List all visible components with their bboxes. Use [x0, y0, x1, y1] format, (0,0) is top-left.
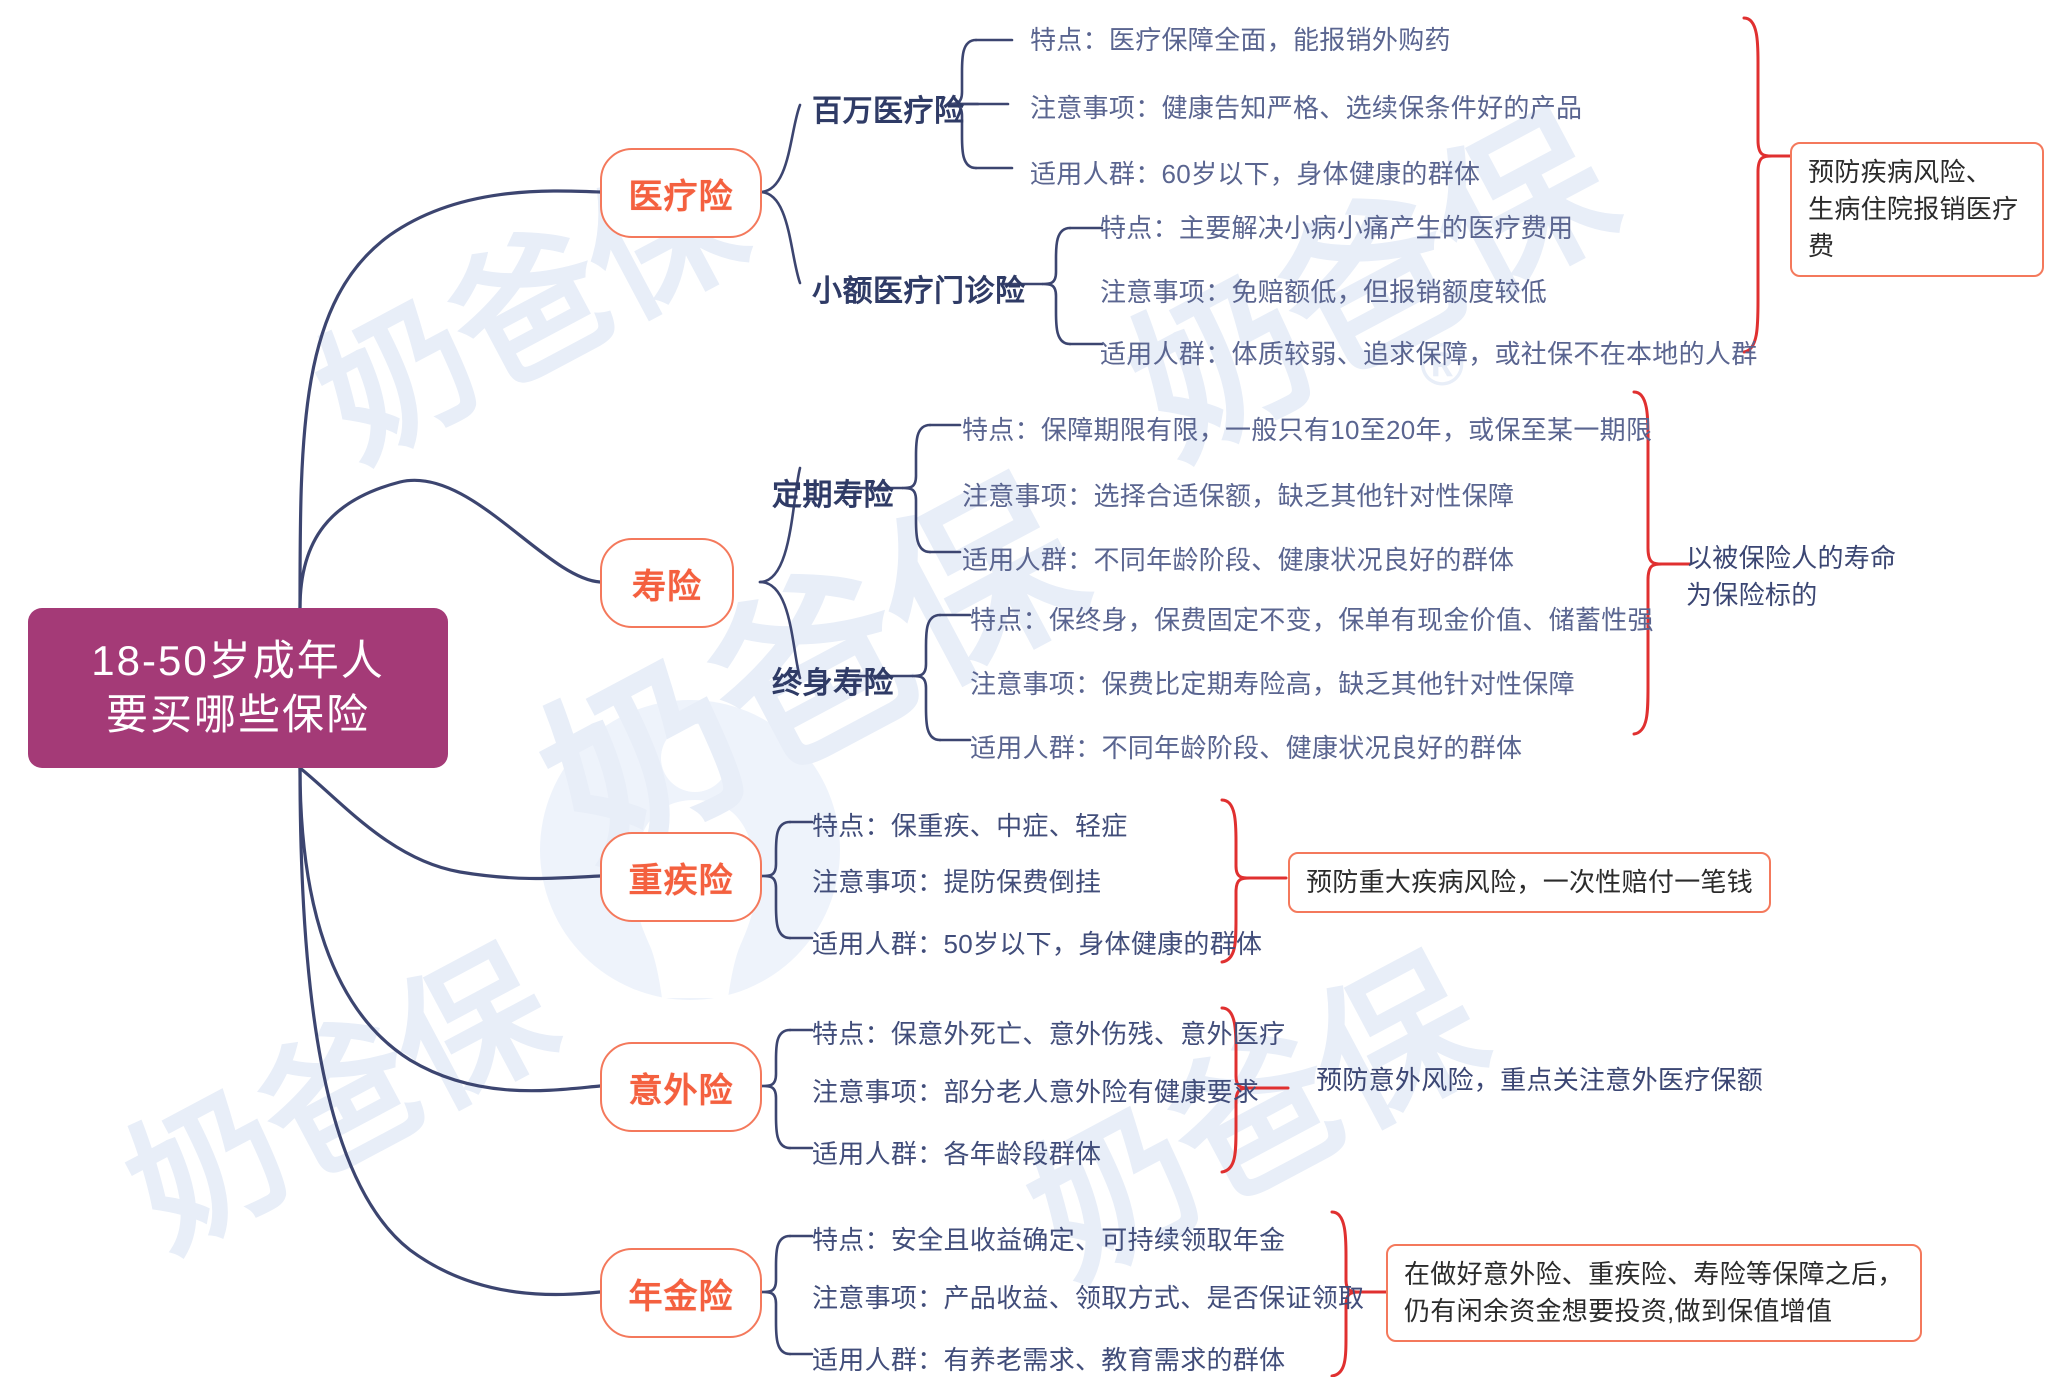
root-title-line-2: 要买哪些保险 — [105, 691, 370, 738]
annotation-critical-illness: 预防重大疾病风险，一次性赔付一笔钱 — [1288, 852, 1772, 913]
leaf-item: 适用人群：各年龄段群体 — [812, 1139, 1102, 1169]
leaf-item: 特点：保终身，保费固定不变，保单有现金价值、储蓄性强 — [970, 605, 1654, 635]
branch-label: 意外险 — [628, 1071, 734, 1110]
annotation-life: 以被保险人的寿命 为保险标的 — [1686, 543, 1897, 610]
branch-label: 重疾险 — [628, 861, 734, 900]
branch-node-critical-illness[interactable]: 重疾险 — [600, 832, 762, 922]
leaf-item: 适用人群：60岁以下，身体健康的群体 — [1030, 159, 1481, 189]
leaf-item: 特点：保意外死亡、意外伤残、意外医疗 — [812, 1019, 1286, 1049]
leaf-item: 特点：保障期限有限，一般只有10至20年，或保至某一期限 — [962, 415, 1653, 445]
leaf-item: 注意事项：选择合适保额，缺乏其他针对性保障 — [962, 481, 1515, 511]
branch-label: 医疗险 — [628, 177, 734, 216]
subbranch-label-small-outpatient[interactable]: 小额医疗门诊险 — [812, 275, 1026, 308]
leaf-item: 特点：安全且收益确定、可持续领取年金 — [812, 1225, 1286, 1255]
branch-label: 年金险 — [628, 1277, 734, 1316]
branch-node-accident[interactable]: 意外险 — [600, 1042, 762, 1132]
annotation-medical: 预防疾病风险、 生病住院报销医疗费 — [1790, 142, 2044, 277]
root-node[interactable]: 18-50岁成年人 要买哪些保险 — [28, 608, 448, 768]
branch-label: 寿险 — [632, 567, 702, 606]
leaf-item: 适用人群：有养老需求、教育需求的群体 — [812, 1345, 1286, 1375]
subbranch-label-million-medical[interactable]: 百万医疗险 — [812, 95, 965, 128]
leaf-item: 特点：主要解决小病小痛产生的医疗费用 — [1100, 213, 1574, 243]
leaf-item: 注意事项：免赔额低，但报销额度较低 — [1100, 277, 1548, 307]
branch-node-medical[interactable]: 医疗险 — [600, 148, 762, 238]
leaf-item: 适用人群：不同年龄阶段、健康状况良好的群体 — [970, 733, 1523, 763]
subbranch-label-whole-life[interactable]: 终身寿险 — [772, 667, 894, 700]
leaf-item: 注意事项：健康告知严格、选续保条件好的产品 — [1030, 93, 1583, 123]
leaf-item: 特点：医疗保障全面，能报销外购药 — [1030, 25, 1451, 55]
branch-node-annuity[interactable]: 年金险 — [600, 1248, 762, 1338]
leaf-item: 注意事项：部分老人意外险有健康要求 — [812, 1077, 1260, 1107]
leaf-item: 适用人群：50岁以下，身体健康的群体 — [812, 929, 1263, 959]
watermark-text: 奶爸保 — [102, 919, 579, 1280]
subbranch-label-term-life[interactable]: 定期寿险 — [772, 479, 894, 512]
leaf-item: 适用人群：体质较弱、追求保障，或社保不在本地的人群 — [1100, 339, 1758, 369]
leaf-item: 特点：保重疾、中症、轻症 — [812, 811, 1128, 841]
leaf-item: 适用人群：不同年龄阶段、健康状况良好的群体 — [962, 545, 1515, 575]
leaf-item: 注意事项：产品收益、领取方式、是否保证领取 — [812, 1283, 1365, 1313]
leaf-item: 注意事项：保费比定期寿险高，缺乏其他针对性保障 — [970, 669, 1575, 699]
annotation-accident: 预防意外风险，重点关注意外医疗保额 — [1316, 1065, 1764, 1095]
root-title-line-1: 18-50岁成年人 — [91, 637, 385, 685]
leaf-item: 注意事项：提防保费倒挂 — [812, 867, 1102, 897]
branch-node-life[interactable]: 寿险 — [600, 538, 734, 628]
annotation-annuity: 在做好意外险、重疾险、寿险等保障之后， 仍有闲余资金想要投资,做到保值增值 — [1386, 1244, 1922, 1342]
